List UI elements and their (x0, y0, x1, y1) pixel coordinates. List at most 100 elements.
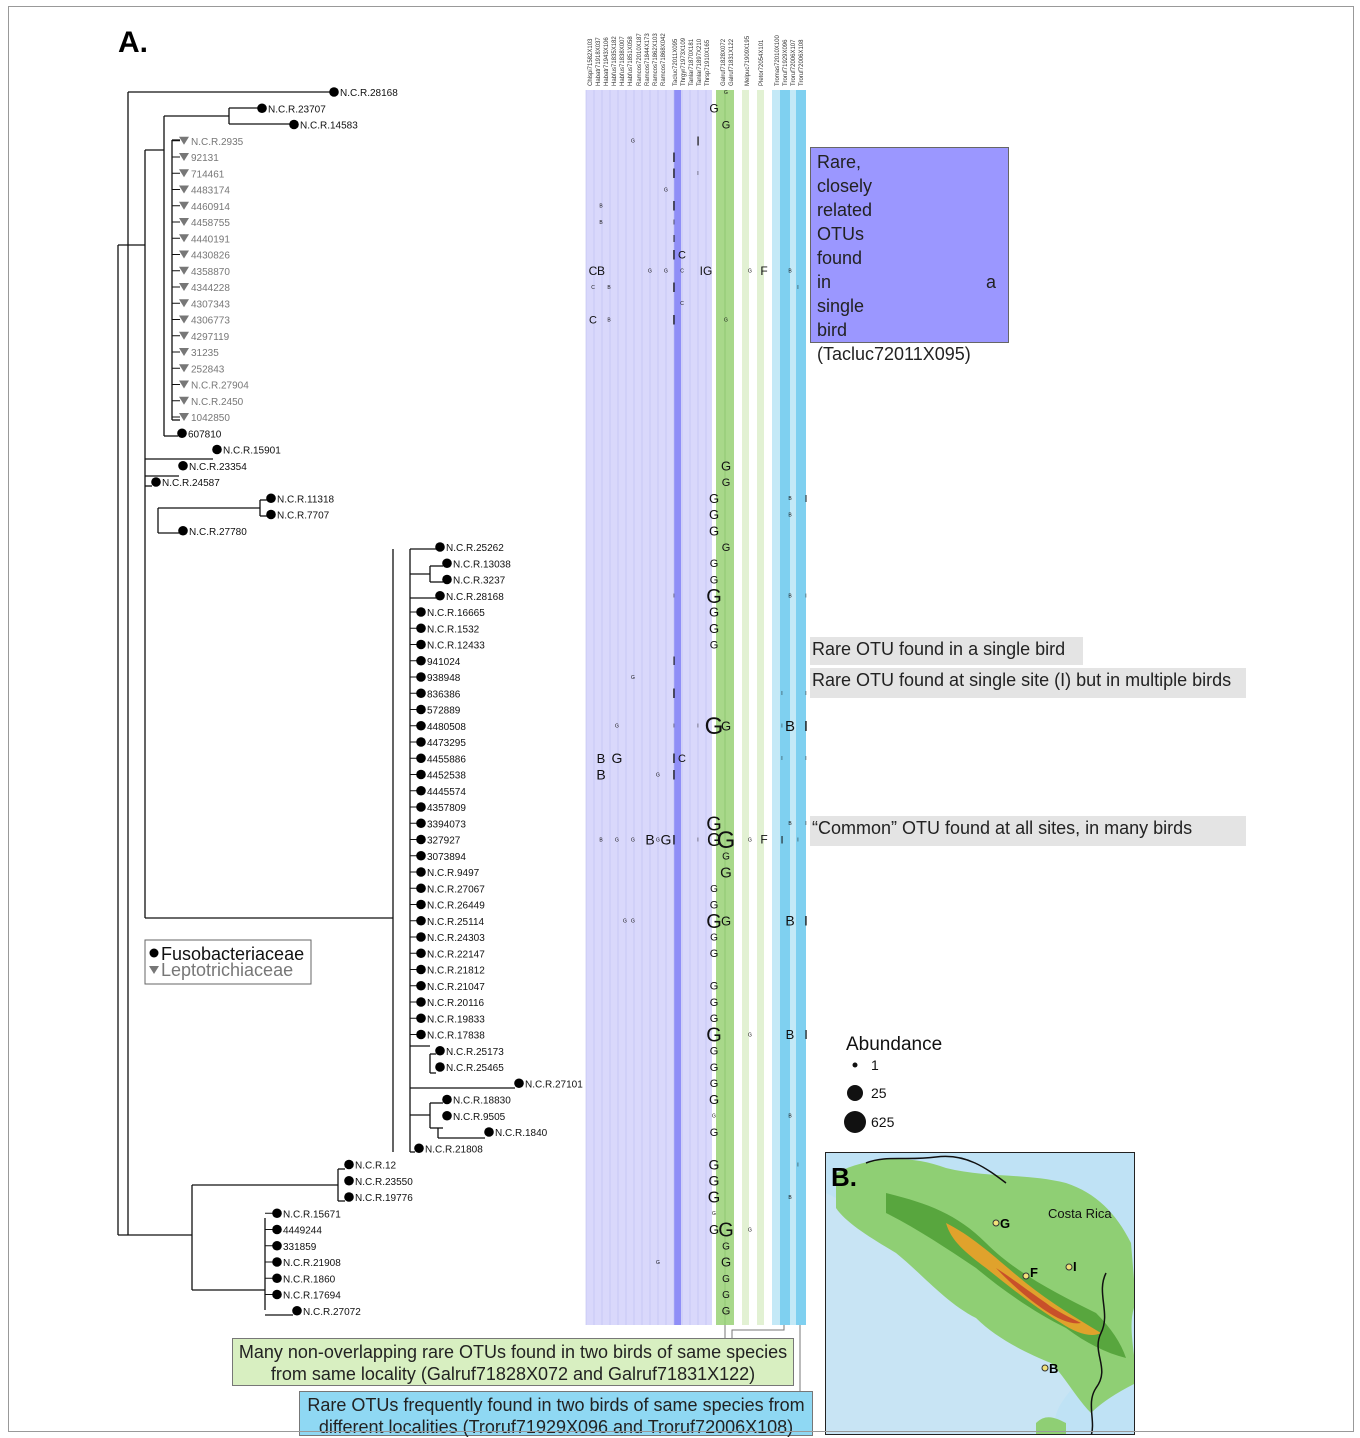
abundance-mark: G (722, 542, 731, 554)
abundance-mark: I (672, 246, 676, 262)
column-label: Ramcos72010X187 (637, 33, 643, 86)
abundance-mark: G (631, 919, 635, 925)
abundance-mark: B (645, 831, 654, 847)
column-label: Ramcos71862X103 (653, 33, 659, 86)
abundance-mark: I (805, 594, 806, 600)
abundance-mark: G (709, 605, 719, 620)
tip-label: N.C.R.28168 (446, 592, 504, 603)
abundance-mark: G (718, 1220, 734, 1242)
tip-label: 4306773 (191, 316, 230, 327)
leptotrichiaceae-marker (179, 185, 189, 194)
leptotrichiaceae-marker (179, 169, 189, 178)
column-label: Habfus71851X058 (628, 36, 634, 86)
abundance-mark: G (709, 621, 719, 636)
leptotrichiaceae-marker (179, 299, 189, 308)
tip-label: 31235 (191, 348, 219, 359)
column-label: Thrgyr71973X109 (681, 37, 687, 86)
fusobacteriaceae-marker (344, 1175, 354, 1186)
abundance-mark: G (710, 1062, 719, 1074)
fusobacteriaceae-marker (416, 899, 426, 910)
abundance-mark: G (706, 911, 722, 933)
abundance-mark: G (712, 1211, 716, 1217)
abundance-mark: G (631, 675, 635, 681)
callout-connectors (724, 1325, 801, 1391)
tip-label: 3073894 (427, 852, 466, 863)
abundance-mark: I (797, 285, 798, 291)
column-label: Tanlar71870X181 (689, 38, 695, 86)
tip-label: 4344228 (191, 283, 230, 294)
abundance-mark: G (722, 851, 730, 862)
abundance-mark: G (656, 1260, 660, 1266)
fusobacteriaceae-marker (177, 428, 187, 439)
fusobacteriaceae-marker (272, 1257, 282, 1267)
tip-label: 1042850 (191, 413, 230, 424)
fusobacteriaceae-marker (416, 1013, 426, 1024)
column-label: Habfus71838X007 (620, 36, 626, 86)
tip-label: N.C.R.14583 (300, 121, 358, 132)
abundance-mark: I (781, 691, 782, 697)
abundance-mark: G (712, 1114, 716, 1120)
tip-label: N.C.R.27904 (191, 381, 249, 392)
fusobacteriaceae-marker (416, 850, 426, 861)
leptotrichiaceae-marker (179, 331, 189, 340)
abundance-mark: G (710, 574, 719, 586)
abundance-mark: IG (700, 264, 713, 278)
tip-label: 4458755 (191, 218, 230, 229)
abundance-mark: G (631, 837, 635, 843)
abundance-mark: G (709, 523, 719, 538)
legend-fuso-label: Fusobacteriaceae (161, 944, 304, 964)
site-i-label: I (1073, 1259, 1077, 1274)
tip-label: N.C.R.15671 (283, 1209, 341, 1220)
fusobacteriaceae-marker (178, 525, 188, 536)
abundance-mark: G (710, 997, 719, 1009)
fusobacteriaceae-marker (289, 119, 299, 130)
abundance-mark: G (748, 269, 752, 275)
abundance-mark: I (697, 837, 698, 843)
abundance-level-marker (847, 1085, 863, 1101)
site-f-marker (1022, 1272, 1030, 1280)
abundance-mark: G (656, 772, 660, 778)
leptotrichiaceae-marker (179, 250, 189, 259)
abundance-mark: G (710, 933, 718, 944)
tromas-column (772, 90, 780, 1325)
abundance-mark: G (748, 1227, 752, 1233)
costa-rica-map: B. Costa Rica G F I B (825, 1152, 1135, 1435)
tip-label: N.C.R.27780 (189, 527, 247, 538)
fusobacteriaceae-marker (416, 980, 426, 991)
abundance-mark: G (722, 1241, 730, 1252)
tip-label: 327927 (427, 836, 461, 847)
tip-label: N.C.R.24303 (427, 933, 485, 944)
phylogenetic-tree (117, 91, 515, 1316)
abundance-mark: G (706, 813, 722, 835)
fusobacteriaceae-marker (435, 1062, 445, 1072)
site-i-marker (1065, 1263, 1073, 1271)
callout-rare-single-site: Rare OTU found at single site (I) but in… (810, 668, 1246, 698)
site-g-label: G (1000, 1216, 1010, 1231)
tip-label: N.C.R.22147 (427, 949, 485, 960)
abundance-mark: G (710, 558, 719, 570)
tip-label: 4430826 (191, 251, 230, 262)
abundance-mark: G (717, 827, 736, 854)
site-g-marker (992, 1219, 1000, 1227)
family-legend-box (144, 939, 312, 985)
fusobacteriaceae-marker (272, 1208, 282, 1219)
abundance-mark: G (708, 1190, 720, 1207)
tip-label: 4473295 (427, 738, 466, 749)
abundance-mark: I (804, 913, 808, 929)
column-label: Tacluc72011X095 (673, 38, 679, 86)
abundance-mark: G (710, 1078, 719, 1090)
tip-label: N.C.R.18830 (453, 1096, 511, 1107)
abundance-mark: G (722, 1306, 731, 1318)
tip-label: 4460914 (191, 202, 230, 213)
abundance-mark: G (721, 718, 731, 733)
tip-label: N.C.R.1860 (283, 1274, 336, 1285)
leptotrichiaceae-marker (179, 153, 189, 161)
abundance-mark: C (678, 753, 686, 765)
tip-label: N.C.R.28168 (340, 88, 398, 99)
tip-label: 3394073 (427, 819, 466, 830)
tip-label: N.C.R.27101 (525, 1079, 583, 1090)
tip-label: N.C.R.21908 (283, 1258, 341, 1269)
tip-label: N.C.R.19776 (355, 1193, 413, 1204)
